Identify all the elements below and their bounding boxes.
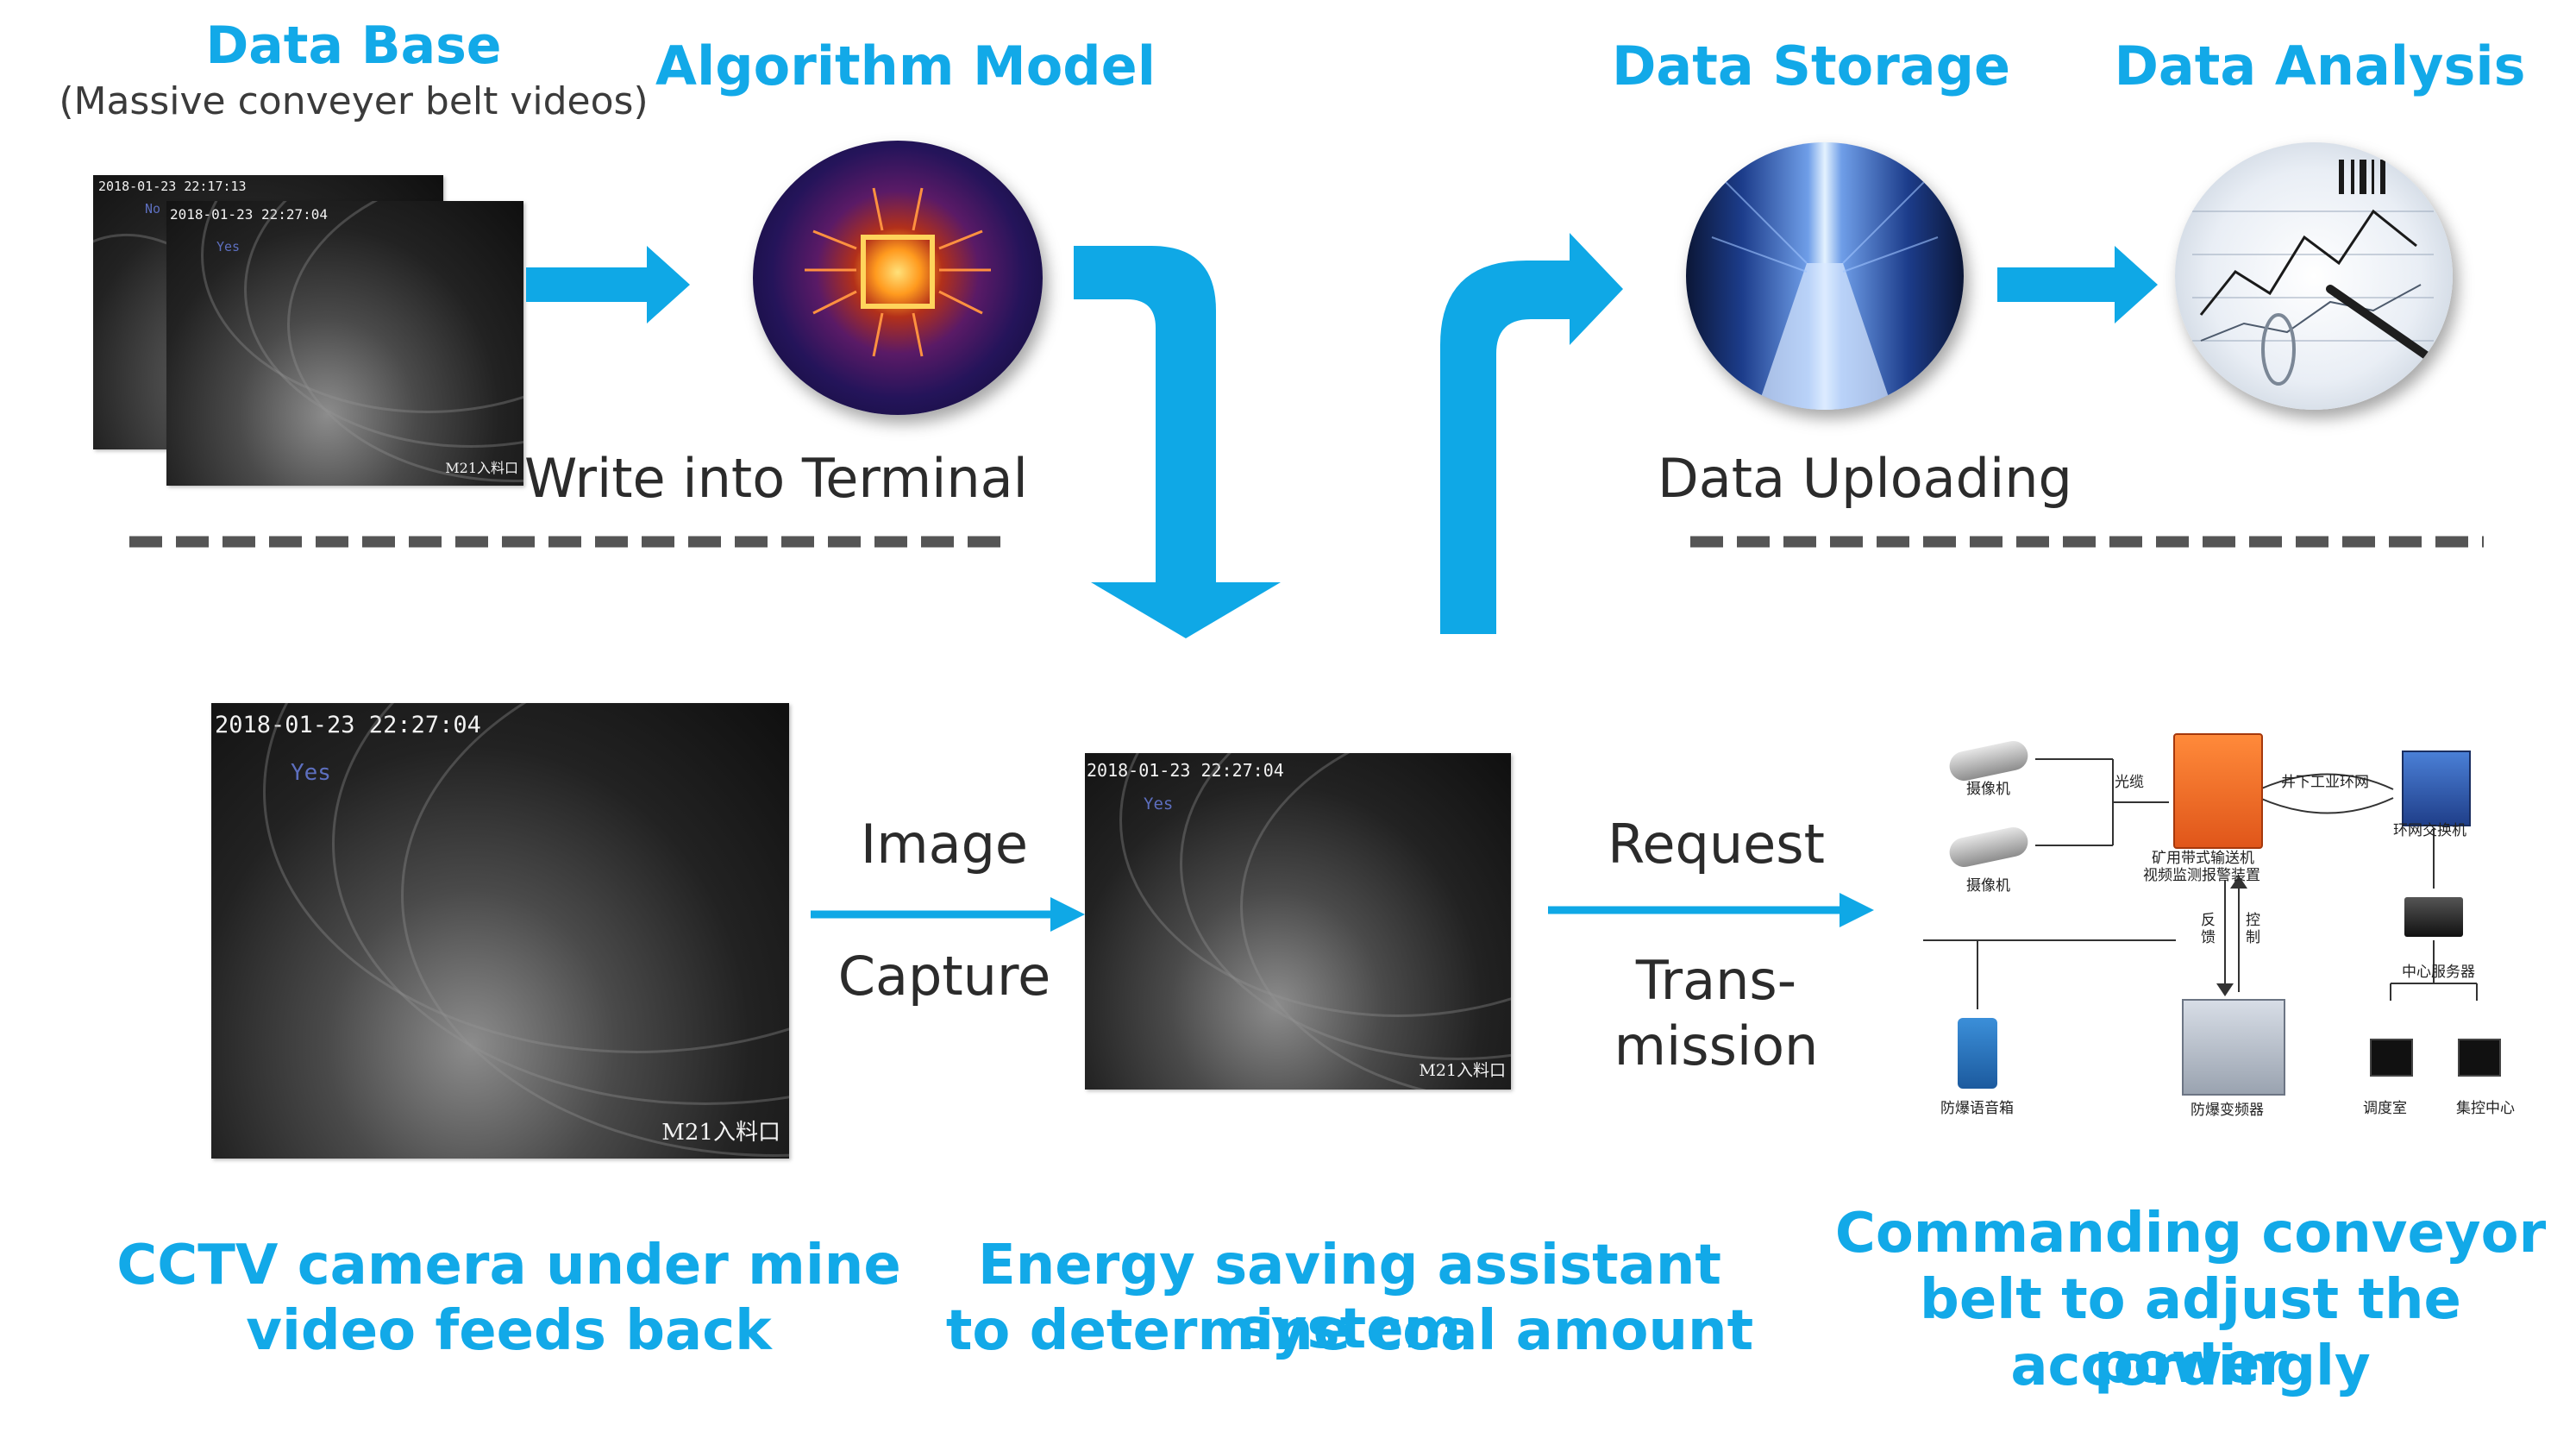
main-device-label-2: 视频监测报警装置 [2143, 867, 2260, 884]
ring-switch-icon [2402, 751, 2471, 826]
dashed-divider-left [129, 536, 1009, 548]
database-video-frame-front: 2018-01-23 22:27:04 Yes M21入料口 [166, 201, 523, 486]
server-icon [2404, 897, 2463, 937]
arrow-up-to-storage [1440, 233, 1623, 634]
arrow-database-to-algorithm [526, 246, 690, 323]
central-server-label: 中心服务器 [2402, 964, 2475, 981]
server-corridor-icon [1711, 176, 1939, 410]
main-device-label-1: 矿用带式输送机 [2152, 850, 2254, 867]
network-connectors [1923, 758, 2478, 1009]
storage-title: Data Storage [1611, 35, 2011, 97]
system-video-frame: 2018-01-23 22:27:04 Yes M21入料口 [1085, 753, 1511, 1090]
algorithm-title: Algorithm Model [655, 35, 1156, 97]
arrow-request-transmission [1548, 893, 1874, 927]
control-center-label: 集控中心 [2456, 1100, 2515, 1117]
data-storage-image [1686, 142, 1964, 410]
command-caption-line1: Commanding conveyor [1834, 1202, 2547, 1266]
analysis-title: Data Analysis [2114, 35, 2526, 97]
request-line2: Trans- [1635, 949, 1797, 1012]
inverter-label: 防爆变频器 [2191, 1102, 2264, 1119]
ring-switch-label: 环网交换机 [2393, 822, 2466, 839]
monitor-icon [2370, 1039, 2413, 1077]
cctv-video-frame: 2018-01-23 22:27:04 Yes M21入料口 [211, 703, 789, 1159]
algorithm-model-image [753, 141, 1043, 415]
dispatch-room-label: 调度室 [2363, 1100, 2407, 1117]
control-label-1: 控 [2246, 912, 2260, 929]
speaker-box-label: 防爆语音箱 [1940, 1100, 2014, 1117]
cctv-caption-line2: video feeds back [246, 1299, 772, 1363]
feedback-label-2: 馈 [2201, 929, 2216, 946]
data-uploading-label: Data Uploading [1658, 447, 2072, 510]
speaker-box-icon [1958, 1018, 1997, 1089]
camera-label-1: 摄像机 [1966, 781, 2010, 798]
chart-paper-icon [2192, 160, 2447, 386]
dashed-divider-right [1690, 536, 2484, 548]
image-capture-line2: Capture [837, 945, 1051, 1008]
database-title: Data Base [205, 16, 502, 76]
monitor-icon [2458, 1039, 2501, 1077]
network-diagram: 摄像机 摄像机 光缆 矿用带式输送机 视频监测报警装置 井下工业环网 环网交换机… [1923, 707, 2544, 1130]
fiber-label: 光缆 [2115, 774, 2144, 791]
monitoring-device-icon [2173, 733, 2263, 849]
cctv-caption-line1: CCTV camera under mine [116, 1234, 901, 1297]
request-line1: Request [1608, 813, 1825, 876]
image-capture-line1: Image [860, 813, 1029, 876]
data-analysis-image [2175, 142, 2453, 410]
arrow-storage-to-analysis [1997, 246, 2158, 323]
write-into-terminal-label: Write into Terminal [524, 447, 1028, 510]
camera-label-2: 摄像机 [1966, 877, 2010, 895]
command-caption-line3: accordingly [2010, 1335, 2371, 1398]
energy-caption-line1: Energy saving assistant system [978, 1234, 1721, 1361]
feedback-label-1: 反 [2201, 912, 2216, 929]
video-overlay-text: No [145, 201, 161, 217]
ring-network-label: 井下工业环网 [2281, 774, 2369, 791]
control-label-2: 制 [2246, 929, 2260, 946]
command-caption-line2: belt to adjust the power [1920, 1268, 2461, 1396]
inverter-icon [2182, 999, 2285, 1096]
request-line3: mission [1614, 1014, 1819, 1077]
arrow-image-capture [811, 897, 1085, 932]
energy-caption-line2: to determine coal amount [945, 1299, 1754, 1363]
chip-icon [805, 187, 991, 357]
video-timestamp: 2018-01-23 22:17:13 [98, 179, 247, 194]
arrow-down-to-system [1074, 246, 1281, 638]
database-subtitle: (Massive conveyer belt videos) [59, 79, 649, 123]
